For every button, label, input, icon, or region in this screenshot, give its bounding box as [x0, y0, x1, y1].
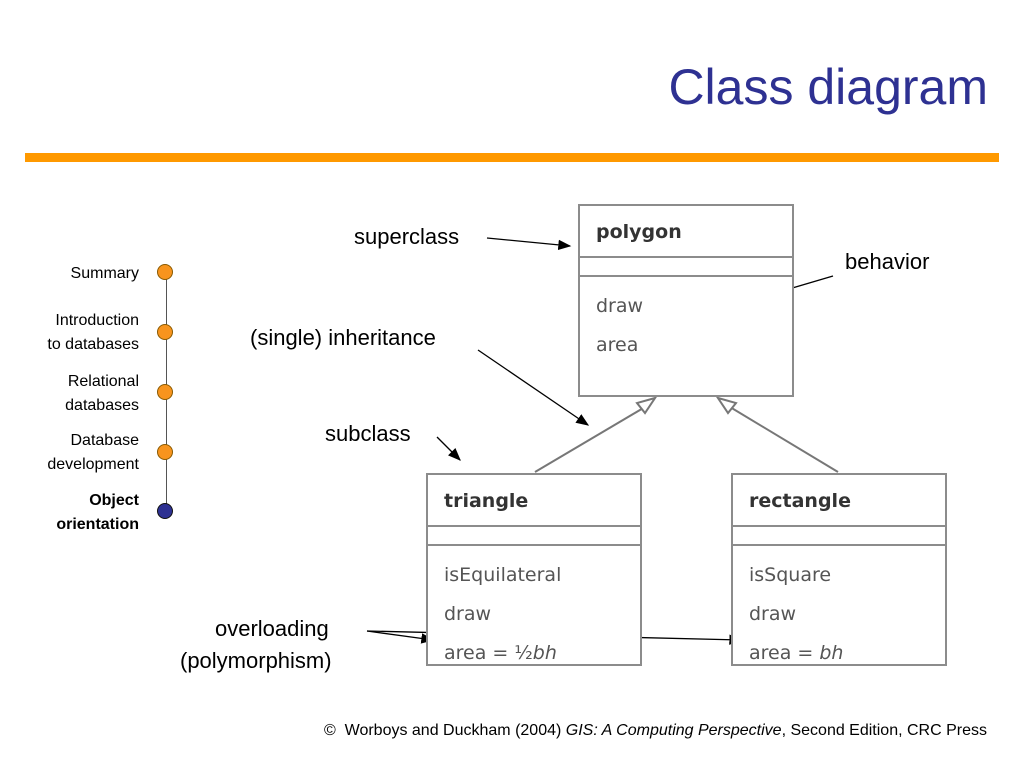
inheritance-line-triangle [534, 406, 646, 473]
nav-label: to databases [47, 336, 139, 353]
nav-label: Relational [67, 373, 139, 390]
attributes-compartment [580, 258, 792, 277]
overloading-arrow-triangle [366, 630, 435, 644]
class-box-triangle: triangle isEquilateral draw area = ½bh [426, 473, 642, 666]
nav-label: orientation [56, 516, 139, 533]
attributes-compartment [733, 527, 945, 546]
label-overloading: overloading [215, 616, 329, 641]
operations-compartment: isSquare draw area = bh [733, 546, 945, 673]
superclass-arrow [486, 237, 572, 251]
nav-dot-object-orientation[interactable] [157, 503, 173, 519]
label-superclass: superclass [354, 224, 460, 249]
class-name: rectangle [733, 475, 945, 527]
inheritance-line-rectangle [729, 406, 839, 473]
operation-area-prefix: area = ½ [444, 642, 533, 664]
nav-label: Database [70, 432, 140, 449]
nav-item-summary[interactable]: Summary [71, 262, 139, 286]
nav-item-database-development[interactable]: Database development [47, 429, 139, 477]
operation-area: area = bh [749, 634, 945, 673]
operation-area-formula: bh [819, 642, 844, 664]
citation-rest: , Second Edition, CRC Press [781, 722, 987, 739]
nav-dot-database-development[interactable] [157, 444, 173, 460]
nav-item-object-orientation[interactable]: Object orientation [56, 489, 139, 537]
nav-item-introduction[interactable]: Introduction to databases [47, 309, 139, 357]
nav-label: databases [65, 397, 139, 414]
nav-label: Summary [70, 265, 139, 282]
nav-label: Introduction [55, 312, 139, 329]
inheritance-arrowhead-triangle [635, 396, 658, 415]
nav-label: development [47, 456, 139, 473]
label-inheritance: (single) inheritance [250, 325, 436, 350]
operation: draw [596, 295, 644, 317]
inheritance-arrow [477, 349, 590, 426]
nav-dot-introduction[interactable] [157, 324, 173, 340]
operation: isEquilateral [444, 564, 562, 586]
operation-area-formula: bh [532, 642, 557, 664]
subclass-arrow [436, 436, 461, 461]
class-name: triangle [428, 475, 640, 527]
label-subclass: subclass [325, 421, 411, 446]
citation-book-title: GIS: A Computing Perspective [565, 722, 782, 739]
operation: isSquare [749, 564, 832, 586]
citation-footer: © Worboys and Duckham (2004) GIS: A Comp… [324, 722, 987, 740]
nav-item-relational[interactable]: Relational databases [65, 370, 139, 418]
operation-area-prefix: area = [749, 642, 820, 664]
label-behavior: behavior [845, 249, 930, 274]
operations-compartment: isEquilateral draw area = ½bh [428, 546, 640, 673]
operation: area [596, 334, 639, 356]
label-polymorphism: (polymorphism) [180, 648, 332, 673]
operation: draw [444, 603, 492, 625]
citation-authors: Worboys and Duckham (2004) [344, 722, 562, 739]
operation: draw [749, 603, 797, 625]
nav-dot-summary[interactable] [157, 264, 173, 280]
class-name: polygon [580, 206, 792, 258]
operations-compartment: draw area [580, 277, 792, 365]
operation-area: area = ½bh [444, 634, 640, 673]
class-box-rectangle: rectangle isSquare draw area = bh [731, 473, 947, 666]
attributes-compartment [428, 527, 640, 546]
title-divider [25, 153, 999, 162]
copyright-symbol: © [323, 722, 336, 739]
inheritance-arrowhead-rectangle [715, 396, 738, 415]
class-box-polygon: polygon draw area [578, 204, 794, 397]
slide-title: Class diagram [668, 59, 988, 115]
nav-dot-relational[interactable] [157, 384, 173, 400]
nav-label: Object [89, 492, 139, 509]
